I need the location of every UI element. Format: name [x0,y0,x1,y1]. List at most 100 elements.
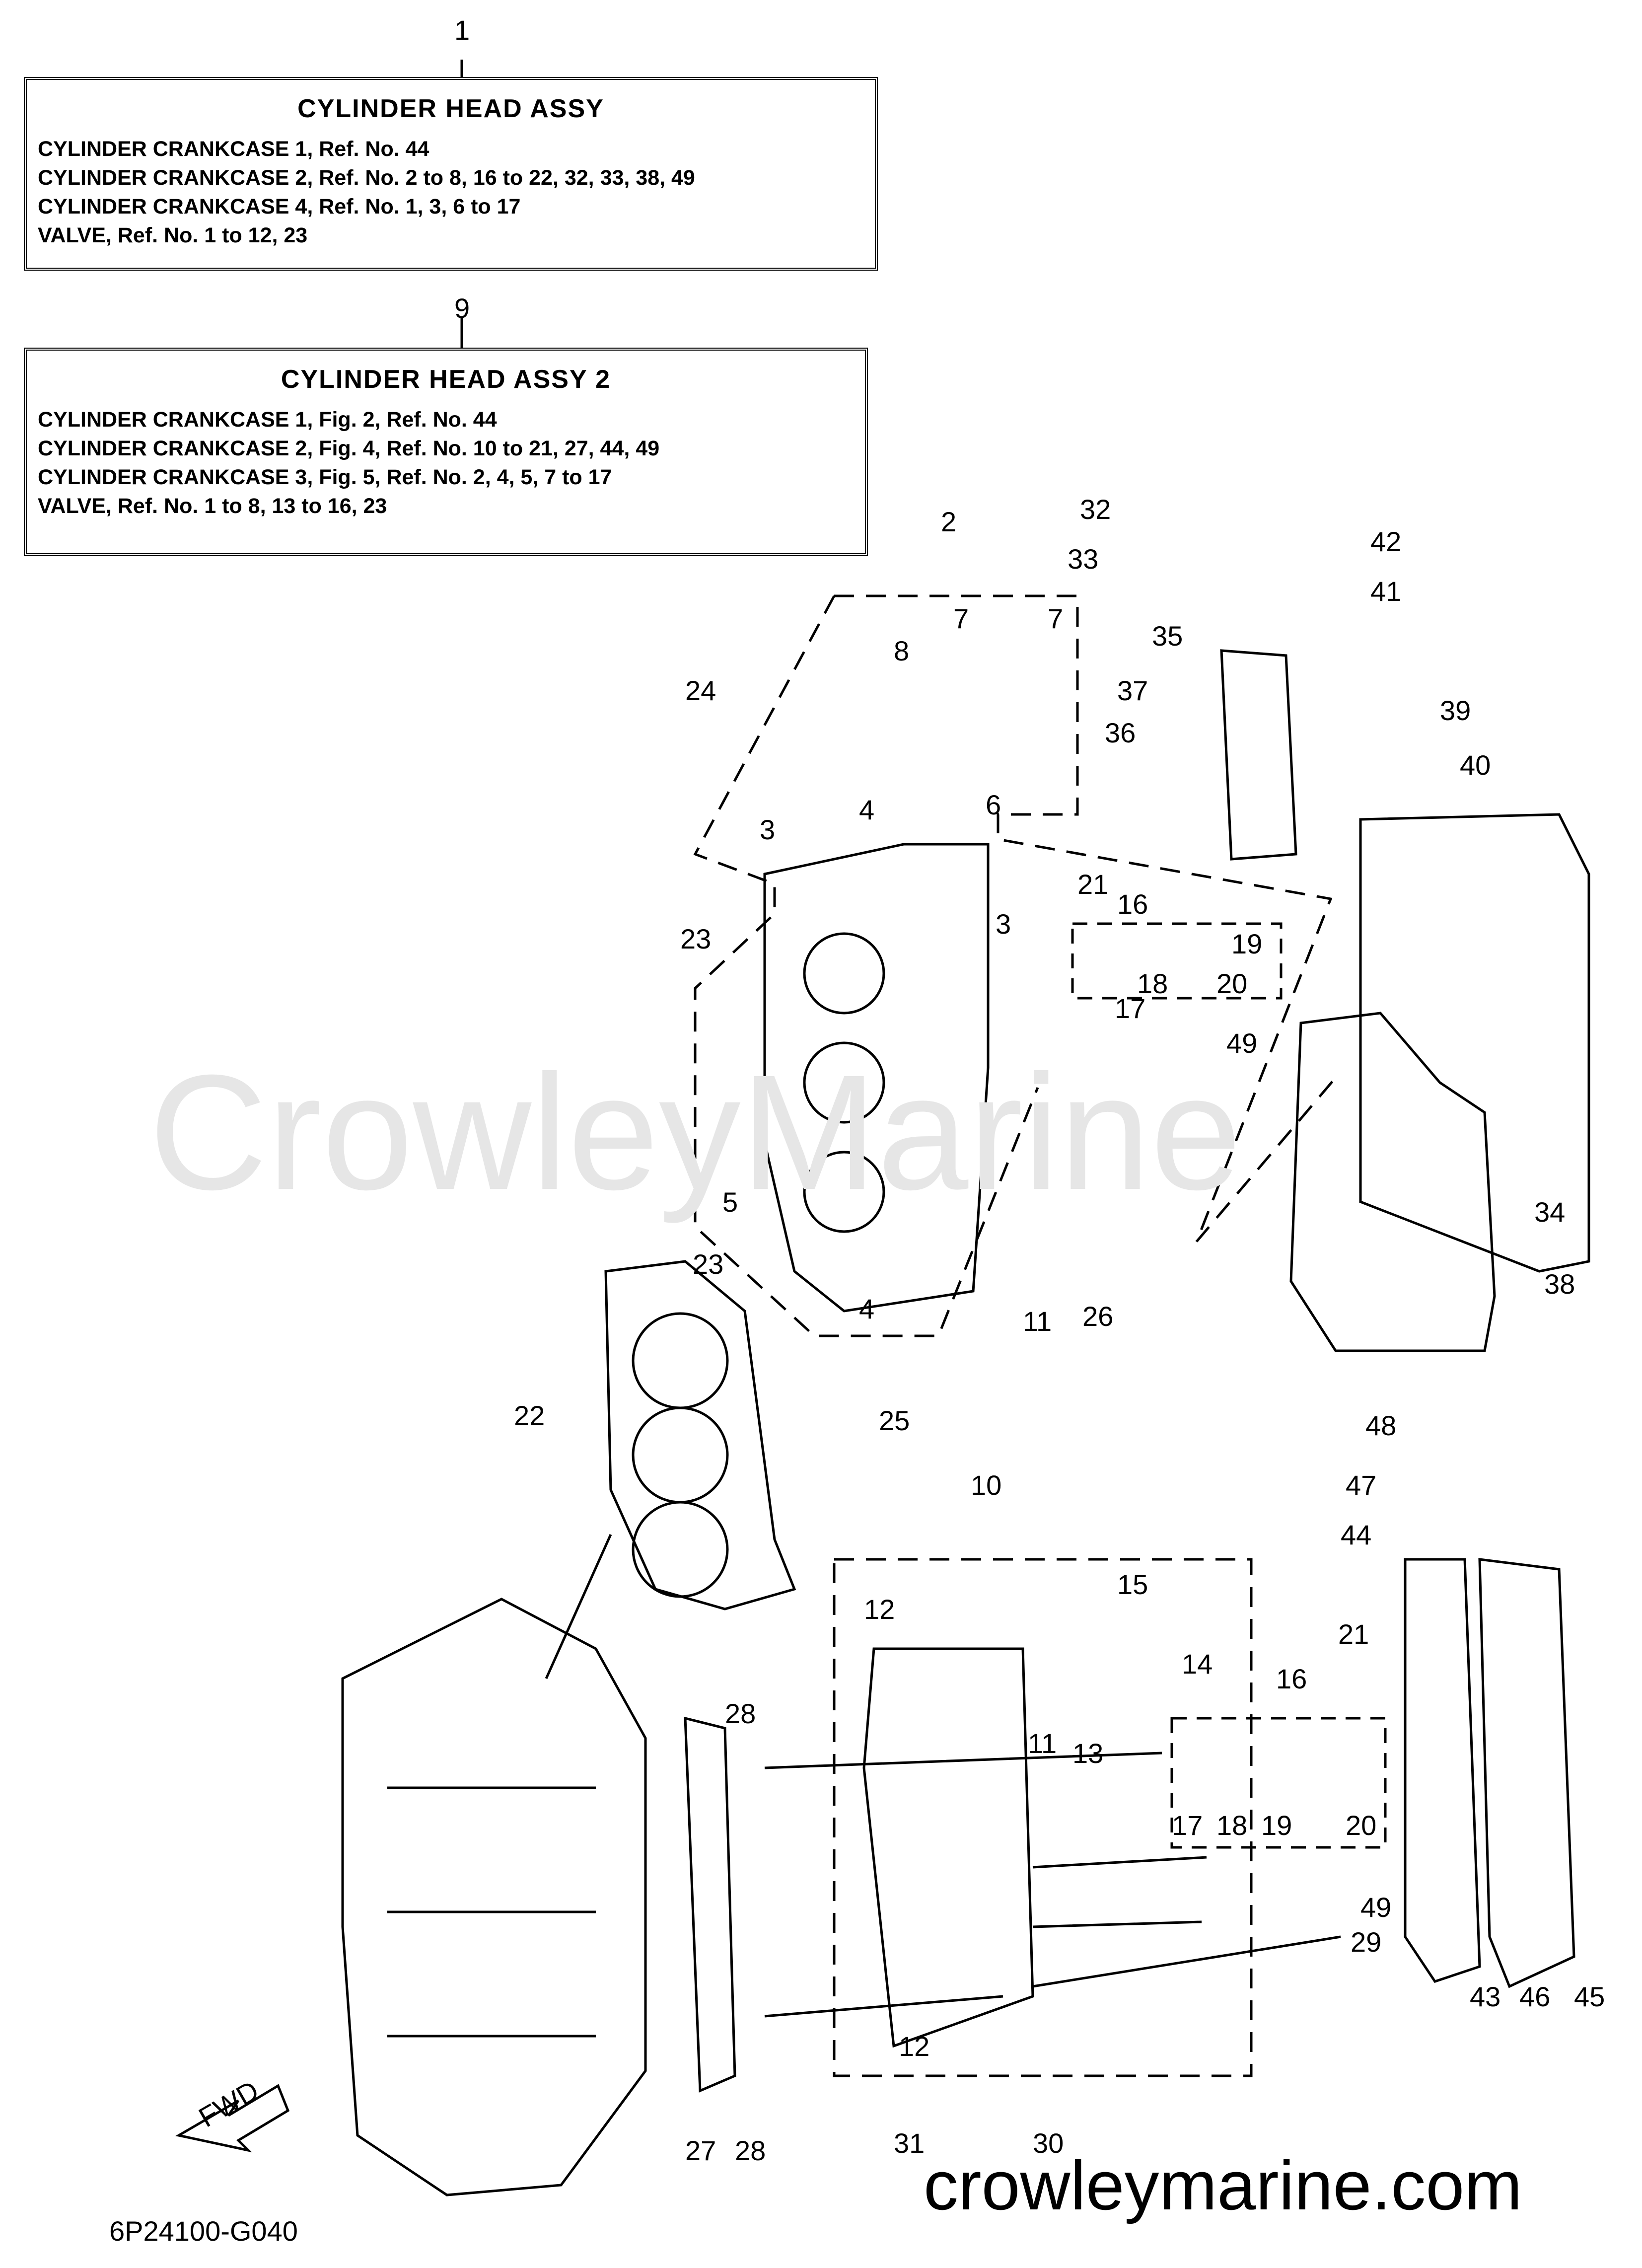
box-line: CYLINDER CRANKCASE 1, Fig. 2, Ref. No. 4… [38,408,497,432]
box-line: VALVE, Ref. No. 1 to 12, 23 [38,223,308,247]
callout-number: 10 [971,1469,1001,1501]
callout-number: 8 [894,635,909,666]
gasket-bore [632,1406,729,1504]
callout-number: 9 [454,293,470,324]
callout-number: 4 [859,1293,874,1324]
cylinder-head-upper [763,843,990,1313]
fwd-label: FWD [194,2074,264,2133]
box-title: CYLINDER HEAD ASSY 2 [281,365,611,394]
callout-number: 40 [1460,749,1491,781]
callout-number: 32 [1080,494,1111,525]
callout-number: 5 [722,1186,738,1218]
assembly-boundary-10 [833,1558,1253,2077]
box-line: CYLINDER CRANKCASE 2, Ref. No. 2 to 8, 1… [38,166,695,190]
sub-boundary-16b [1170,1717,1387,1849]
cylinder-block-detail [387,1786,596,2038]
callout-number: 13 [1072,1738,1103,1769]
callout-number: 6 [986,789,1001,820]
gasket-bore [632,1312,729,1409]
callout-number: 19 [1231,928,1262,959]
rocker-cover [1289,1012,1496,1352]
callout-number: 41 [1370,576,1401,607]
callout-number: 4 [859,794,874,825]
callout-number: 30 [1033,2127,1064,2159]
assembly-boundary-2 [834,594,1337,1243]
cylinder-head-lower [862,1647,1034,2048]
callout-number: 42 [1370,526,1401,557]
callout-number: 7 [1048,603,1063,634]
callout-number: 44 [1341,1519,1371,1550]
exhaust-cover-34 [1359,813,1590,1273]
head-gasket [604,1260,796,1610]
combustion-chamber [803,1041,885,1124]
callout-number: 31 [894,2127,925,2159]
callout-number: 17 [1115,993,1145,1024]
callout-number: 49 [1360,1892,1391,1923]
callout-number: 43 [1470,1981,1500,2012]
callout-number: 3 [760,814,775,845]
callout-number: 36 [1105,717,1136,748]
callout-number: 26 [1082,1301,1113,1332]
callout-number: 25 [879,1405,910,1436]
callout-number: 15 [1117,1569,1148,1600]
callout-number: 23 [693,1248,723,1280]
assembly-ref-box-1: CYLINDER HEAD ASSY CYLINDER CRANKCASE 1,… [24,77,878,271]
callout-number: 21 [1338,1618,1369,1650]
leader-22-block [545,1534,612,1680]
callout-number: 46 [1519,1981,1550,2012]
sub-boundary-16 [1071,922,1283,1000]
callout-number: 28 [735,2135,766,2166]
box-line: CYLINDER CRANKCASE 4, Ref. No. 1, 3, 6 t… [38,195,521,219]
gasket-35 [1220,649,1297,861]
callout-number: 1 [454,14,470,46]
callout-number: 45 [1574,1981,1605,2012]
callout-number: 23 [680,923,711,954]
callout-number: 18 [1216,1810,1247,1841]
callout-number: 39 [1440,695,1471,726]
box-line: CYLINDER CRANKCASE 3, Fig. 5, Ref. No. 2… [38,465,612,489]
callout-number: 38 [1544,1268,1575,1300]
callout-number: 33 [1068,543,1098,575]
box-line: CYLINDER CRANKCASE 1, Ref. No. 44 [38,137,429,161]
callout-number: 20 [1346,1810,1376,1841]
combustion-chamber [803,932,885,1015]
callout-number: 2 [941,506,956,537]
callout-number: 12 [899,2031,929,2062]
callout-number: 14 [1182,1648,1213,1680]
callout-number: 16 [1117,888,1148,920]
callout-number: 21 [1077,869,1108,900]
callout-number: 49 [1226,1027,1257,1059]
callout-number: 28 [725,1698,756,1729]
box-line: CYLINDER CRANKCASE 2, Fig. 4, Ref. No. 1… [38,437,660,460]
callout-number: 37 [1117,675,1148,706]
leader-lines [764,1752,1341,2018]
box-line: VALVE, Ref. No. 1 to 8, 13 to 16, 23 [38,494,387,518]
callout-number: 7 [953,603,969,634]
callout-number: 34 [1534,1196,1565,1228]
site-url: crowleymarine.com [924,2146,1522,2224]
callout-number: 11 [1023,1306,1052,1337]
exhaust-cover-44b [1478,1558,1575,1988]
callout-number: 22 [514,1400,545,1431]
watermark: CrowleyMarine [149,1040,1242,1224]
callout-number: 18 [1137,968,1168,999]
callout-number: 19 [1261,1810,1292,1841]
diagram-code: 6P24100-G040 [109,2215,298,2247]
callout-number: 3 [996,908,1011,940]
exhaust-cover-44 [1404,1558,1481,1983]
callout-number: 24 [685,675,716,706]
assembly-ref-box-9: CYLINDER HEAD ASSY 2 CYLINDER CRANKCASE … [24,348,868,556]
callout-number: 29 [1351,1926,1381,1958]
callout-number: 48 [1365,1410,1396,1441]
assembly-boundary-2b [693,595,1039,1337]
callout-number: 20 [1216,968,1247,999]
gasket-27 [684,1716,736,2093]
callout-number: 16 [1276,1663,1307,1694]
callout-number: 27 [685,2135,716,2166]
callout-number: 17 [1172,1810,1203,1841]
callout-number: 12 [864,1594,895,1625]
combustion-chamber [803,1151,885,1233]
fwd-arrow [175,2084,290,2153]
callout-number: 11 [1028,1728,1057,1759]
